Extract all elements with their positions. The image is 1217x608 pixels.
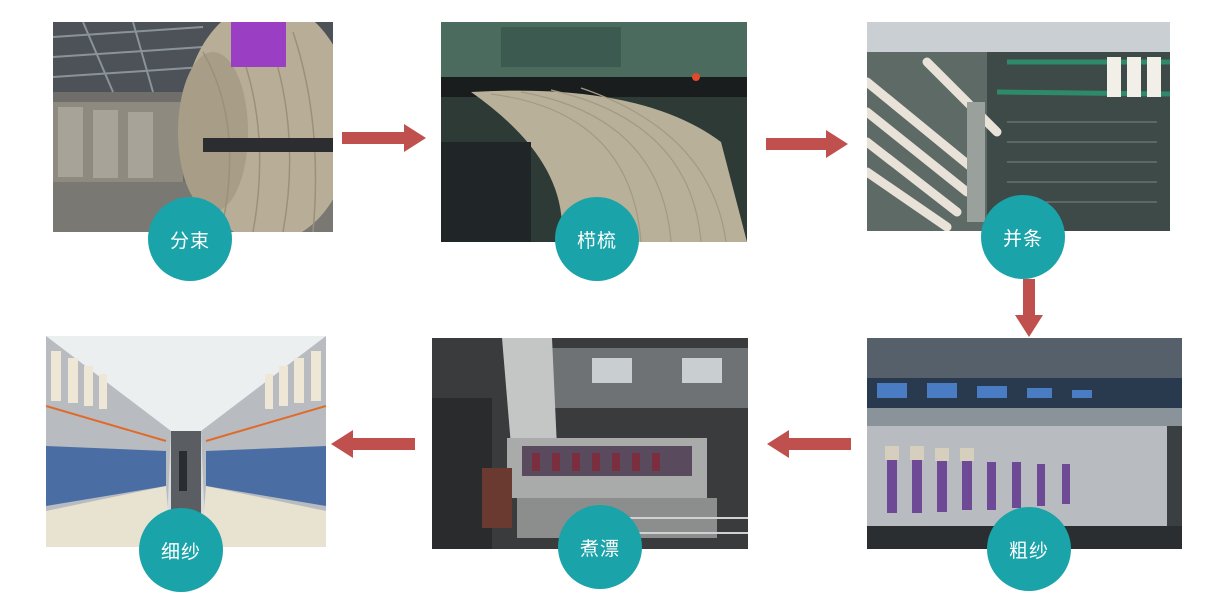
step-badge-bundling: 分束	[148, 197, 232, 281]
arrow-right-2	[766, 130, 848, 158]
arrow-left-icon	[331, 430, 415, 458]
arrow-down-icon	[1015, 279, 1043, 337]
step-badge-drawing: 并条	[981, 195, 1065, 279]
combing-image	[441, 22, 747, 242]
arrow-left-2	[331, 430, 415, 458]
step-badge-combing: 栉梳	[555, 197, 639, 281]
arrow-left-1	[767, 430, 851, 458]
step-badge-roving: 粗纱	[987, 507, 1071, 591]
arrow-down	[1015, 279, 1043, 337]
arrow-left-icon	[767, 430, 851, 458]
arrow-right-icon	[766, 130, 848, 158]
step-photo-combing	[441, 22, 747, 242]
arrow-right-1	[342, 124, 426, 152]
step-badge-spinning: 细纱	[139, 508, 223, 592]
step-badge-boiling-bleaching: 煮漂	[558, 505, 642, 589]
arrow-right-icon	[342, 124, 426, 152]
